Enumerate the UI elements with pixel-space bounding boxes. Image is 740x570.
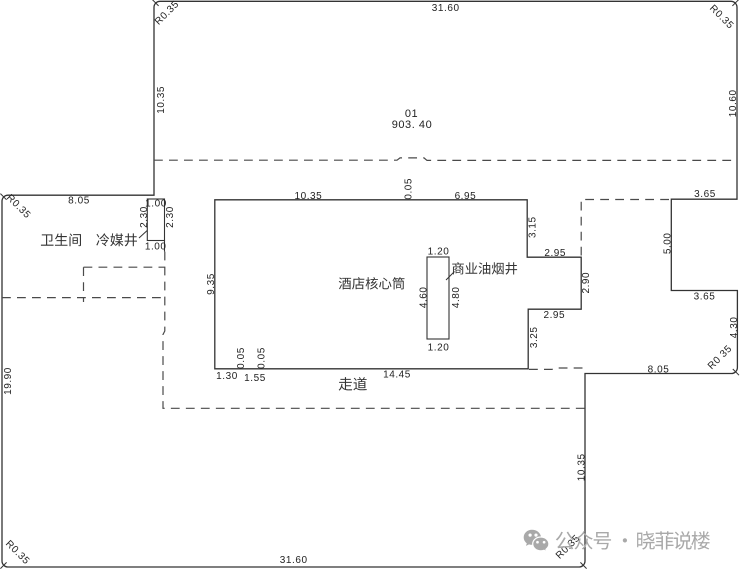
- svg-text:2.30: 2.30: [139, 206, 150, 228]
- svg-text:3.65: 3.65: [694, 292, 716, 303]
- svg-text:10.35: 10.35: [577, 453, 588, 481]
- svg-text:6.95: 6.95: [455, 191, 477, 202]
- svg-text:1.55: 1.55: [244, 373, 266, 384]
- svg-text:4.30: 4.30: [729, 317, 740, 339]
- svg-text:0.05: 0.05: [404, 178, 415, 200]
- svg-text:3.65: 3.65: [694, 189, 716, 200]
- svg-text:0.05: 0.05: [256, 347, 267, 369]
- svg-text:31.60: 31.60: [432, 3, 460, 14]
- svg-text:10.35: 10.35: [295, 191, 323, 202]
- svg-text:2.95: 2.95: [544, 248, 566, 259]
- svg-text:10.60: 10.60: [728, 89, 739, 117]
- svg-text:903. 40: 903. 40: [392, 119, 433, 131]
- svg-text:19.90: 19.90: [3, 367, 14, 395]
- svg-text:31.60: 31.60: [280, 555, 308, 566]
- svg-text:5.00: 5.00: [662, 232, 673, 254]
- svg-text:1.00: 1.00: [145, 199, 167, 210]
- svg-text:2.95: 2.95: [543, 310, 565, 321]
- svg-text:3.25: 3.25: [529, 326, 540, 348]
- svg-text:2.30: 2.30: [165, 206, 176, 228]
- svg-text:4.60: 4.60: [419, 286, 430, 308]
- svg-text:1.30: 1.30: [216, 371, 238, 382]
- svg-text:14.45: 14.45: [383, 370, 411, 381]
- svg-text:9.35: 9.35: [206, 273, 217, 295]
- svg-text:4.80: 4.80: [451, 286, 462, 308]
- svg-text:2.90: 2.90: [581, 272, 592, 294]
- svg-text:0.05: 0.05: [236, 347, 247, 369]
- svg-text:3.15: 3.15: [528, 216, 539, 238]
- svg-text:1.00: 1.00: [145, 241, 167, 252]
- svg-text:10.35: 10.35: [156, 86, 167, 114]
- svg-text:1.20: 1.20: [428, 247, 450, 258]
- svg-text:8.05: 8.05: [68, 196, 90, 207]
- svg-text:8.05: 8.05: [648, 364, 670, 375]
- svg-text:01: 01: [405, 108, 418, 120]
- svg-text:1.20: 1.20: [428, 343, 450, 354]
